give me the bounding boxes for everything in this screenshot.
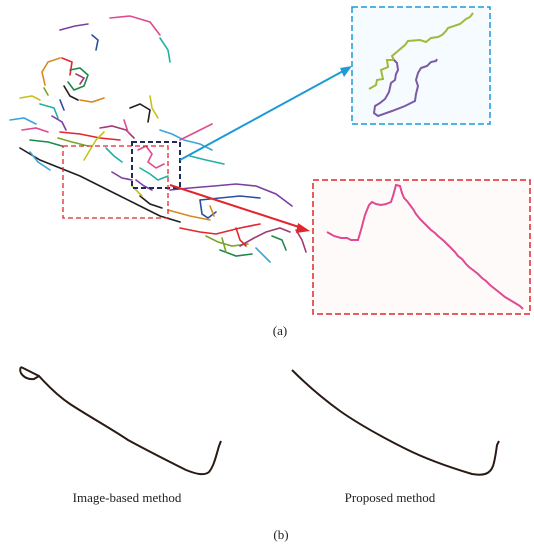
- map-trajectory-segment: [29, 139, 63, 147]
- map-trajectory-segment: [295, 229, 307, 253]
- map-trajectory-segment: [271, 235, 287, 251]
- map-trajectory-segment: [91, 34, 99, 51]
- map-trajectory-segment: [239, 227, 291, 247]
- map-trajectory-segment: [9, 117, 37, 125]
- focus-box-blue-region: [131, 141, 181, 189]
- map-trajectory-segment: [109, 15, 161, 36]
- map-trajectory-segment: [139, 167, 169, 181]
- inset-blue-trajectory-lower: [372, 58, 438, 118]
- map-trajectory-segment: [61, 57, 73, 76]
- map-trajectory-segment: [199, 199, 217, 219]
- map-trajectory-segment: [43, 87, 49, 96]
- map-trajectory-segment: [159, 37, 171, 63]
- callout-arrow-blue: [179, 69, 346, 161]
- map-trajectory-segment: [179, 223, 261, 235]
- focus-box-red-region: [62, 145, 169, 219]
- map-trajectory-segment: [19, 95, 41, 101]
- map-trajectory-segment: [83, 131, 105, 161]
- map-trajectory-segment: [59, 99, 65, 111]
- map-trajectory-segment: [111, 171, 133, 181]
- map-trajectory-segment: [219, 249, 253, 257]
- map-trajectory-segment: [51, 115, 67, 131]
- map-trajectory-segment: [105, 147, 123, 163]
- caption-proposed: Proposed method: [344, 490, 436, 505]
- panel-b: [19, 366, 500, 476]
- panel-b-label: (b): [273, 527, 289, 542]
- caption-image-based: Image-based method: [72, 490, 182, 505]
- curve-image-based-hook: [20, 366, 40, 377]
- map-trajectory-segment: [57, 137, 89, 147]
- map-trajectory-segment: [63, 85, 79, 101]
- map-trajectory-segment: [167, 209, 211, 221]
- panel-a-label: (a): [272, 323, 288, 338]
- map-trajectory-segment: [139, 195, 163, 209]
- map-segments: [9, 15, 307, 263]
- map-trajectory-segment: [41, 57, 61, 86]
- map-trajectory-segment: [39, 103, 59, 119]
- map-trajectory-segment: [21, 127, 49, 133]
- inset-red-trajectory: [326, 183, 524, 310]
- map-trajectory-segment: [59, 131, 121, 141]
- map-trajectory-segment: [179, 123, 213, 141]
- inset-red: [312, 179, 531, 315]
- curve-proposed: [291, 369, 500, 476]
- curve-image-based: [19, 366, 222, 476]
- map-trajectory-segment: [67, 67, 89, 91]
- map-trajectory-segment: [19, 147, 181, 223]
- map-trajectory-segment: [123, 119, 129, 133]
- callout-arrowhead-blue: [340, 66, 352, 77]
- map-trajectory-segment: [149, 95, 159, 119]
- map-trajectory-segment: [75, 73, 86, 85]
- map-trajectory-segment: [209, 205, 215, 217]
- inset-blue: [351, 6, 491, 125]
- map-trajectory-segment: [137, 144, 165, 169]
- map-trajectory-segment: [255, 247, 271, 263]
- map-trajectory-segment: [59, 23, 89, 31]
- callout-arrowhead-red: [296, 223, 310, 233]
- map-trajectory-segment: [79, 97, 105, 103]
- inset-blue-trajectory-upper: [368, 12, 474, 90]
- map-trajectory-segment: [189, 155, 225, 165]
- map-trajectory-segment: [205, 235, 249, 247]
- map-trajectory-segment: [169, 183, 293, 207]
- map-trajectory-segment: [235, 227, 247, 247]
- callout-arrow-red: [169, 184, 303, 229]
- map-trajectory-segment: [129, 103, 151, 123]
- map-trajectory-segment: [29, 151, 51, 171]
- panel-a-map: [9, 6, 531, 315]
- map-trajectory-segment: [221, 237, 227, 253]
- map-trajectory-segment: [99, 125, 135, 139]
